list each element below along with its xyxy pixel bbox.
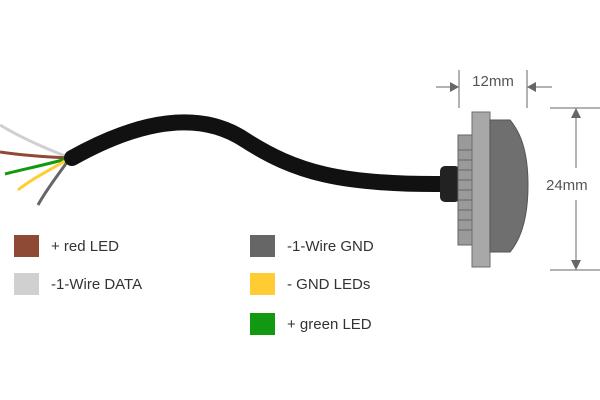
- legend-swatch-red: [14, 235, 39, 257]
- wire-white: [0, 123, 71, 160]
- legend-swatch-yellow: [250, 273, 275, 295]
- width-arrowhead-right: [527, 82, 536, 92]
- thread-ridges: [458, 149, 472, 231]
- legend-label: + green LED: [287, 315, 372, 333]
- legend-item: + red LED: [14, 235, 119, 257]
- height-arrowhead-top: [571, 108, 581, 118]
- legend-swatch-gray: [250, 235, 275, 257]
- legend-item: - GND LEDs: [250, 273, 370, 295]
- wire-red: [0, 150, 71, 160]
- height-label: 24mm: [546, 177, 588, 194]
- width-arrowhead-left: [450, 82, 459, 92]
- strain-relief: [440, 166, 460, 202]
- sensor-cap: [489, 119, 529, 253]
- connector: [440, 111, 529, 268]
- height-arrowhead-bottom: [571, 260, 581, 270]
- legend-label: - GND LEDs: [287, 275, 371, 293]
- legend-swatch-green: [250, 313, 275, 335]
- legend-item: -1-Wire DATA: [14, 273, 142, 295]
- cable: [64, 114, 453, 193]
- legend-label: + red LED: [51, 237, 119, 255]
- legend-label: -1-Wire GND: [287, 237, 374, 255]
- front-flange: [471, 111, 491, 268]
- legend-label: -1-Wire DATA: [51, 275, 143, 293]
- wire-green: [4, 156, 71, 176]
- legend-item: + green LED: [250, 313, 372, 335]
- height-dimension: [550, 107, 600, 271]
- width-dimension: [436, 70, 552, 108]
- wire-yellow: [17, 156, 71, 192]
- legend-swatch-white: [14, 273, 39, 295]
- width-label: 12mm: [472, 73, 514, 90]
- loose-wires: [0, 123, 72, 206]
- legend-item: -1-Wire GND: [250, 235, 374, 257]
